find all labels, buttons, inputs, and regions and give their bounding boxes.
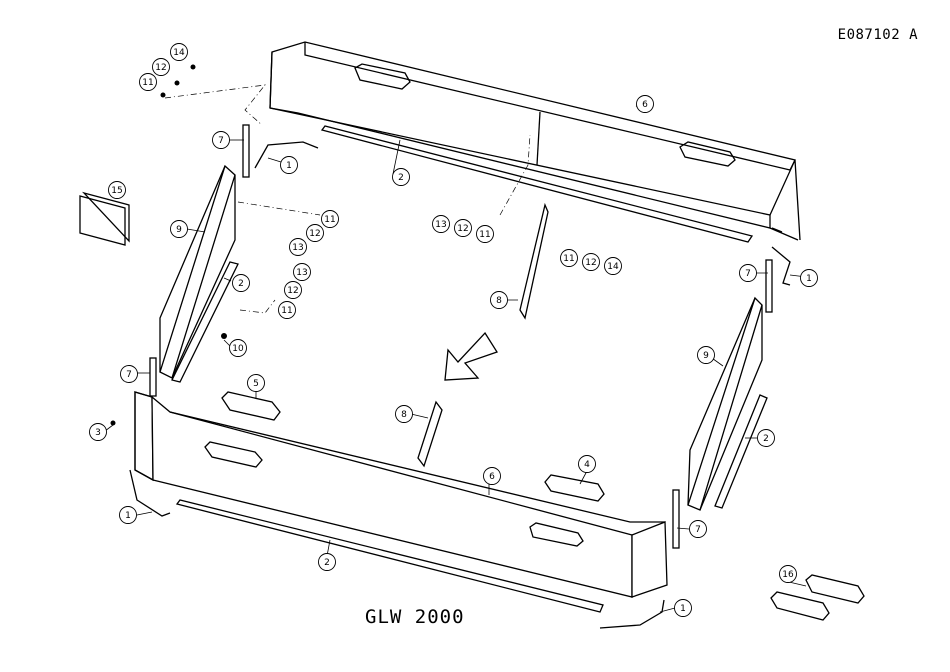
svg-text:13: 13	[296, 268, 307, 278]
svg-text:14: 14	[607, 262, 619, 272]
svg-text:4: 4	[584, 460, 590, 470]
callout-6-front: 6	[484, 468, 501, 485]
callout-14-right: 14	[605, 258, 622, 275]
rear-panel	[270, 42, 800, 240]
callout-13-mid-a: 13	[290, 239, 307, 256]
callout-13-center: 13	[433, 216, 450, 233]
svg-text:12: 12	[457, 224, 468, 234]
svg-text:11: 11	[324, 215, 335, 225]
callout-7-top-left: 7	[213, 132, 230, 149]
svg-text:5: 5	[253, 379, 259, 389]
svg-text:2: 2	[238, 279, 244, 289]
svg-text:11: 11	[281, 306, 292, 316]
callout-1-top-left: 1	[281, 157, 298, 174]
callout-11-mid-b: 11	[279, 302, 296, 319]
callout-12-center: 12	[455, 220, 472, 237]
callout-2-top: 2	[393, 169, 410, 186]
svg-text:6: 6	[642, 100, 648, 110]
callout-6-rear: 6	[637, 96, 654, 113]
callout-7-bottom-right: 7	[690, 521, 707, 538]
callout-2-bottom: 2	[319, 554, 336, 571]
callout-11-mid-a: 11	[322, 211, 339, 228]
callout-10: 10	[230, 340, 247, 357]
right-side-panel	[688, 298, 762, 510]
callout-11-top-left: 11	[140, 74, 157, 91]
svg-text:2: 2	[763, 434, 769, 444]
bracket-top-right	[772, 247, 790, 285]
svg-text:12: 12	[585, 258, 596, 268]
callout-8-lower: 8	[396, 406, 413, 423]
svg-text:13: 13	[292, 243, 303, 253]
callout-1-bottom-left: 1	[120, 507, 137, 524]
svg-text:11: 11	[479, 230, 490, 240]
svg-text:8: 8	[401, 410, 407, 420]
svg-text:7: 7	[745, 269, 751, 279]
callout-14-top-left: 14	[171, 44, 188, 61]
callout-2-right: 2	[758, 430, 775, 447]
callout-15: 15	[109, 182, 126, 199]
svg-text:12: 12	[155, 63, 166, 73]
svg-text:11: 11	[142, 78, 153, 88]
callout-9-left: 9	[171, 221, 188, 238]
svg-text:1: 1	[680, 604, 686, 614]
front-panel	[135, 392, 667, 597]
svg-text:11: 11	[563, 254, 574, 264]
callout-1-right: 1	[801, 270, 818, 287]
svg-text:12: 12	[309, 229, 320, 239]
svg-text:2: 2	[324, 558, 330, 568]
svg-text:13: 13	[435, 220, 446, 230]
svg-text:15: 15	[111, 186, 122, 196]
callout-11-center: 11	[477, 226, 494, 243]
callout-9-right: 9	[698, 347, 715, 364]
svg-text:7: 7	[126, 370, 132, 380]
bracket-bottom-right	[600, 600, 664, 628]
callout-12-mid-a: 12	[307, 225, 324, 242]
svg-text:14: 14	[173, 48, 185, 58]
svg-text:9: 9	[703, 351, 709, 361]
svg-text:8: 8	[496, 296, 502, 306]
callout-8-upper: 8	[491, 292, 508, 309]
svg-text:7: 7	[695, 525, 701, 535]
callout-12-top-left: 12	[153, 59, 170, 76]
callout-3: 3	[90, 424, 107, 441]
callout-5: 5	[248, 375, 265, 392]
svg-text:10: 10	[232, 344, 244, 354]
label-pack	[80, 193, 129, 245]
svg-text:16: 16	[782, 570, 794, 580]
callout-2-left: 2	[233, 275, 250, 292]
svg-text:9: 9	[176, 225, 182, 235]
callout-7-right: 7	[740, 265, 757, 282]
callout-1-bottom-right: 1	[675, 600, 692, 617]
callout-16: 16	[780, 566, 797, 583]
callout-12-right: 12	[583, 254, 600, 271]
svg-text:1: 1	[806, 274, 812, 284]
svg-text:6: 6	[489, 472, 495, 482]
callout-12-mid-b: 12	[285, 282, 302, 299]
svg-text:2: 2	[398, 173, 404, 183]
callout-11-right: 11	[561, 250, 578, 267]
callout-13-mid-b: 13	[294, 264, 311, 281]
svg-text:1: 1	[125, 511, 131, 521]
svg-text:7: 7	[218, 136, 224, 146]
svg-text:1: 1	[286, 161, 292, 171]
callout-4: 4	[579, 456, 596, 473]
svg-text:3: 3	[95, 428, 101, 438]
direction-arrow	[445, 333, 497, 380]
svg-text:12: 12	[287, 286, 298, 296]
callout-7-left: 7	[121, 366, 138, 383]
